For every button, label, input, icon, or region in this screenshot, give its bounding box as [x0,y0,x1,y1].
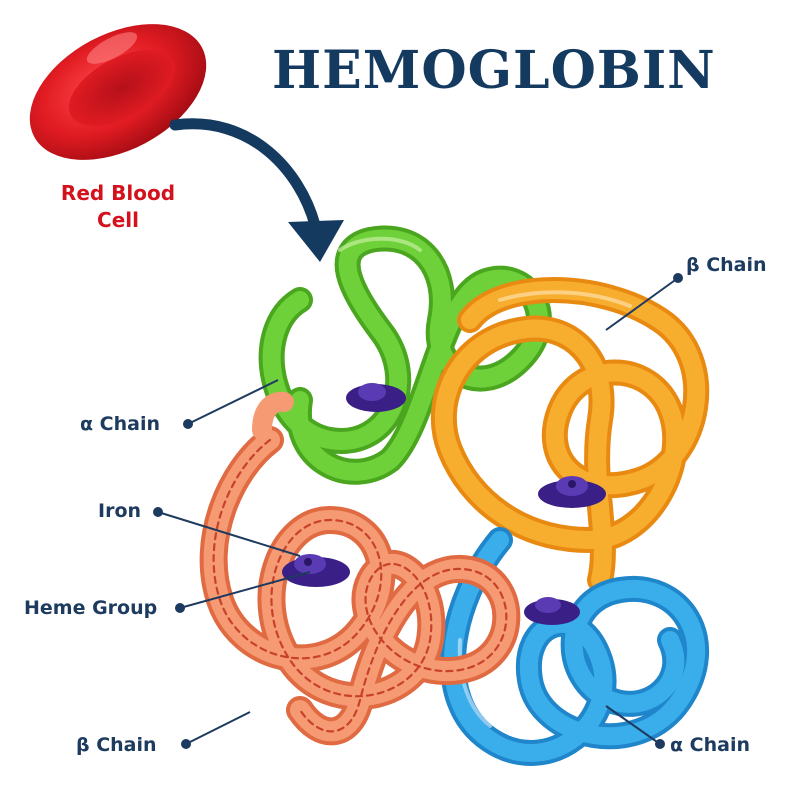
red-blood-cell [29,24,207,160]
beta-chain-bottom [199,391,521,746]
iron-label: Iron [98,500,142,522]
page-title: HEMOGLOBIN [272,40,716,101]
alpha-chain-left-label: α Chain [80,413,160,435]
arrow-icon [169,118,344,262]
heme-group-green [346,383,406,412]
heme-group-salmon [282,554,350,587]
heme-group-label: Heme Group [24,597,158,619]
alpha-chain-bottom [440,527,710,766]
leader-lines [153,273,683,749]
heme-group-orange [538,476,606,508]
alpha-chain-top [258,225,552,485]
beta-chain-bottom-label: β Chain [76,734,157,756]
red-blood-cell-label-line2: Cell [97,208,139,232]
alpha-chain-bottom-label: α Chain [670,734,750,756]
red-blood-cell-label: Red Blood Cell [48,180,188,234]
beta-chain-top-label: β Chain [686,254,767,276]
red-blood-cell-label-line1: Red Blood [60,181,176,205]
heme-group-blue [524,597,580,625]
beta-chain-top [430,277,710,593]
